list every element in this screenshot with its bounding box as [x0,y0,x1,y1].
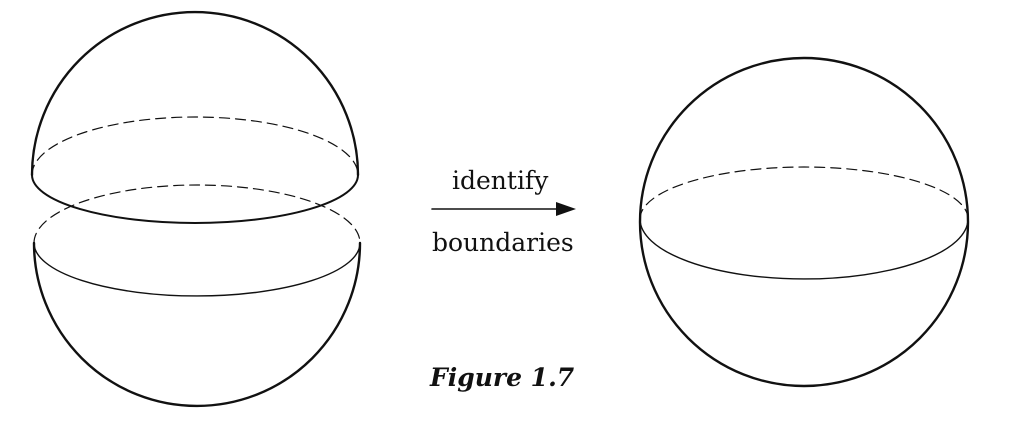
lower-hemisphere-rim-back [33,184,361,244]
upper-hemisphere-dome [30,10,360,177]
lower-hemisphere-rim-front [33,242,361,297]
identify-arrow-head [556,202,576,216]
upper-hemisphere-rim-front [31,174,359,224]
arrow-label-identify: identify [452,166,549,195]
arrow-label-boundaries: boundaries [432,228,574,257]
sphere-equator-front [639,218,969,280]
figure-caption: Figure 1.7 [430,363,575,392]
upper-hemisphere-rim-back [31,116,359,176]
lower-hemisphere-bowl [32,241,362,408]
sphere-equator-back [639,166,969,220]
sphere-outline [638,56,970,388]
